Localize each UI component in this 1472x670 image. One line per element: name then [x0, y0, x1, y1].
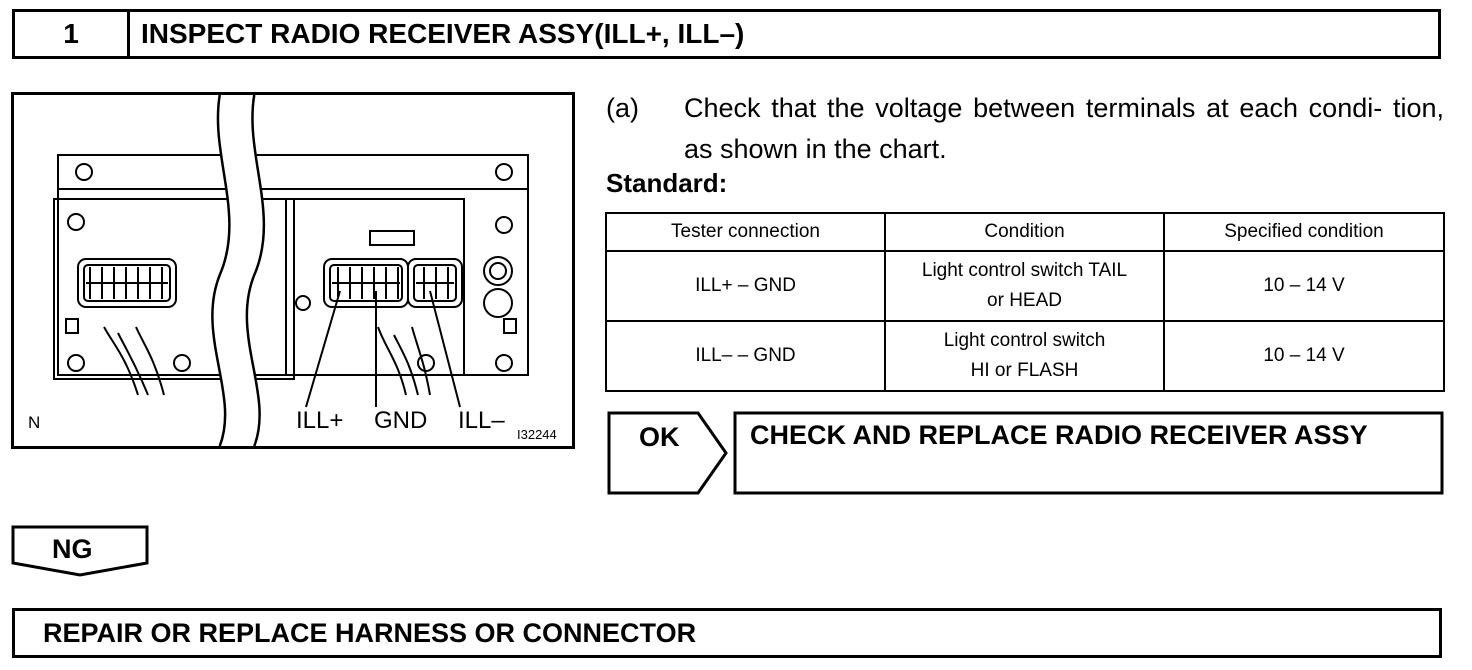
condition-line: Light control switch TAIL	[921, 260, 1128, 281]
step-title: INSPECT RADIO RECEIVER ASSY(ILL+, ILL–)	[141, 18, 745, 49]
radio-receiver-drawing	[53, 95, 529, 446]
instruction-marker: (a)	[606, 93, 639, 123]
ok-action: CHECK AND REPLACE RADIO RECEIVER ASSY	[750, 420, 1368, 450]
ng-label: NG	[52, 534, 93, 564]
table-header-row: Tester connection Condition Specified co…	[605, 212, 1445, 252]
spec-table: Tester connection Condition Specified co…	[605, 212, 1445, 392]
table-row: ILL– – GND Light control switch HI or FL…	[605, 320, 1445, 392]
condition-line: Light control switch	[943, 330, 1106, 351]
cell-connection: ILL+ – GND	[605, 250, 886, 322]
table-row: ILL+ – GND Light control switch TAIL or …	[605, 250, 1445, 322]
figure-id: I32244	[517, 427, 557, 442]
cell-spec: 10 – 14 V	[1163, 250, 1445, 322]
condition-line: or HEAD	[987, 290, 1062, 311]
header-condition: Condition	[884, 212, 1165, 252]
ok-branch: OK CHECK AND REPLACE RADIO RECEIVER ASSY	[606, 411, 1444, 495]
standard-label: Standard:	[606, 168, 728, 198]
figure-corner-mark: N	[28, 413, 41, 432]
header-specified-condition: Specified condition	[1163, 212, 1445, 252]
label-ill-minus: ILL–	[458, 407, 505, 434]
ng-branch: NG	[11, 525, 151, 577]
instruction-text: Check that the voltage between terminals…	[684, 93, 1444, 164]
cell-condition: Light control switch TAIL or HEAD	[884, 250, 1165, 322]
final-action-box: REPAIR OR REPLACE HARNESS OR CONNECTOR	[12, 608, 1442, 658]
header-tester-connection: Tester connection	[605, 212, 886, 252]
cell-condition: Light control switch HI or FLASH	[884, 320, 1165, 392]
condition-line: HI or FLASH	[970, 360, 1079, 381]
connector-illustration: ILL+ GND ILL– N I32244	[11, 92, 575, 449]
cell-spec: 10 – 14 V	[1163, 320, 1445, 392]
cell-connection: ILL– – GND	[605, 320, 886, 392]
step-header: 1 INSPECT RADIO RECEIVER ASSY(ILL+, ILL–…	[12, 9, 1441, 59]
ok-label: OK	[639, 422, 680, 452]
ok-arrow-frame	[607, 411, 1444, 495]
ng-arrow-frame	[11, 525, 149, 577]
step-number: 1	[15, 12, 130, 56]
label-gnd: GND	[374, 407, 428, 434]
final-action: REPAIR OR REPLACE HARNESS OR CONNECTOR	[43, 617, 697, 648]
label-ill-plus: ILL+	[296, 407, 344, 434]
